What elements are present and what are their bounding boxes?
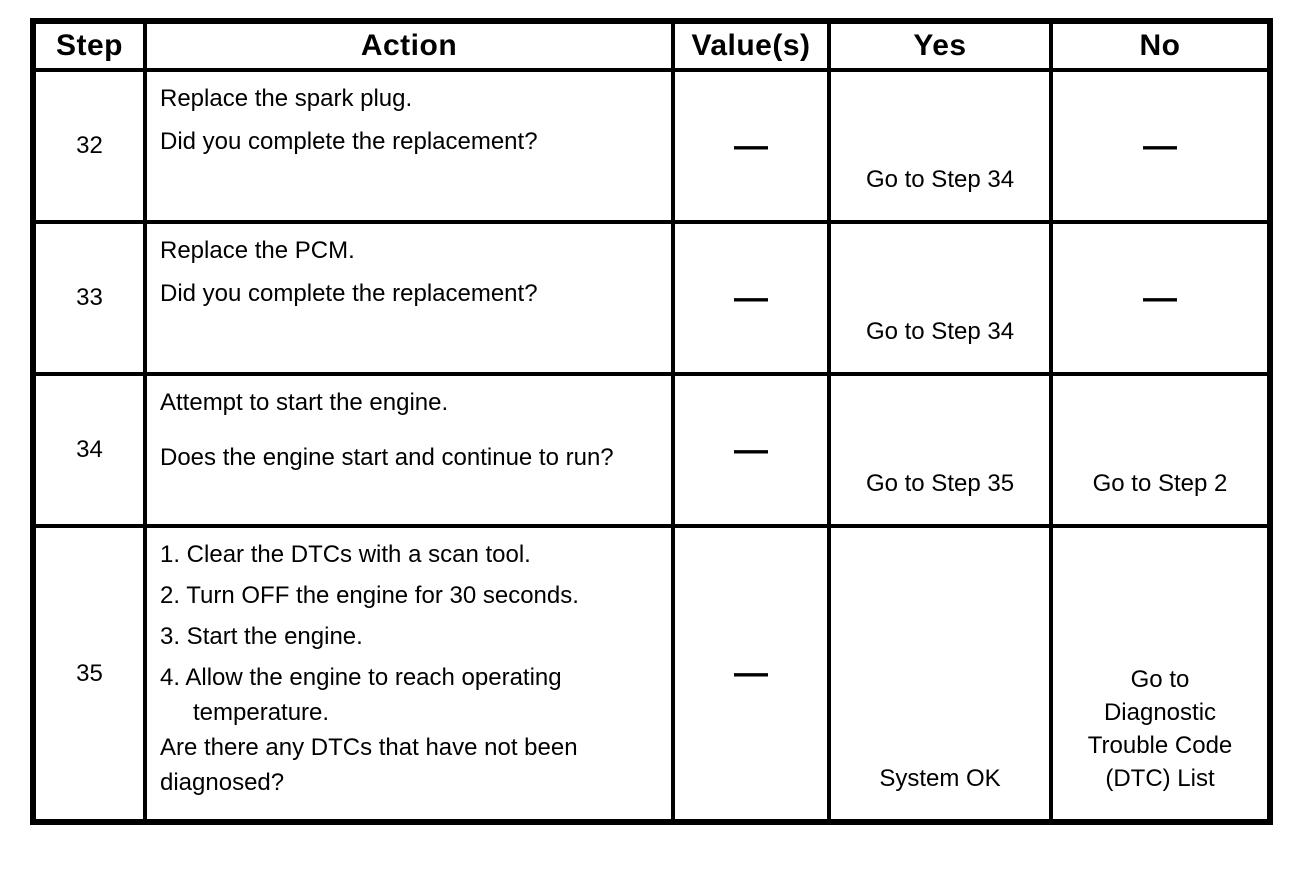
header-row: Step Action Value(s) Yes No [31, 19, 1272, 72]
action-cell-34: Attempt to start the engine. Does the en… [143, 372, 675, 528]
table-row-step-33: 33 Replace the PCM. Did you complete the… [31, 220, 1272, 376]
action-line: Replace the PCM. [160, 237, 355, 264]
action-list-item-4: 4. Allow the engine to reach operating t… [160, 664, 562, 726]
action-question: Are there any DTCs that have not been di… [160, 734, 578, 796]
action-line: Attempt to start the engine. [160, 389, 449, 416]
action-question: Did you complete the replacement? [160, 128, 538, 155]
action-question: Did you complete the replacement? [160, 280, 538, 307]
action-cell-32: Replace the spark plug. Did you complete… [143, 68, 675, 224]
yes-cell-33: Go to Step 34 [827, 220, 1053, 376]
no-value-dash: — [734, 654, 768, 692]
no-value-dash: — [1143, 278, 1177, 317]
no-cell-33: — [1049, 220, 1272, 376]
yes-cell-35: System OK [827, 524, 1053, 824]
value-cell-35: — [671, 524, 831, 824]
column-header-values: Value(s) [671, 19, 831, 72]
no-instruction: Go to Diagnostic Trouble Code (DTC) List [1087, 666, 1233, 792]
column-header-step: Step [31, 19, 147, 72]
no-cell-35: Go to Diagnostic Trouble Code (DTC) List [1049, 524, 1272, 824]
step-number-32: 32 [31, 68, 147, 224]
no-cell-34: Go to Step 2 [1049, 372, 1272, 528]
column-header-action: Action [143, 19, 675, 72]
value-cell-34: — [671, 372, 831, 528]
table-row-step-35: 35 1. Clear the DTCs with a scan tool. 2… [31, 524, 1272, 824]
table-row-step-34: 34 Attempt to start the engine. Does the… [31, 372, 1272, 528]
column-header-yes: Yes [827, 19, 1053, 72]
action-line: Replace the spark plug. [160, 85, 413, 112]
yes-cell-32: Go to Step 34 [827, 68, 1053, 224]
yes-instruction: System OK [879, 765, 1001, 792]
yes-instruction: Go to Step 34 [865, 318, 1015, 345]
action-question: Does the engine start and continue to ru… [160, 444, 614, 471]
value-cell-32: — [671, 68, 831, 224]
yes-cell-34: Go to Step 35 [827, 372, 1053, 528]
value-cell-33: — [671, 220, 831, 376]
no-instruction: Go to Step 2 [1092, 470, 1228, 497]
no-value-dash: — [1143, 126, 1177, 165]
yes-instruction: Go to Step 34 [865, 166, 1015, 193]
no-value-dash: — [734, 430, 768, 469]
step-number-35: 35 [31, 524, 147, 824]
column-header-no: No [1049, 19, 1272, 72]
no-value-dash: — [734, 278, 768, 317]
action-list-item-1: 1. Clear the DTCs with a scan tool. [160, 541, 531, 568]
action-list-item-2: 2. Turn OFF the engine for 30 seconds. [160, 582, 579, 609]
no-cell-32: — [1049, 68, 1272, 224]
action-cell-35: 1. Clear the DTCs with a scan tool. 2. T… [143, 524, 675, 824]
no-value-dash: — [734, 126, 768, 165]
step-number-34: 34 [31, 372, 147, 528]
table-row-step-32: 32 Replace the spark plug. Did you compl… [31, 68, 1272, 224]
yes-instruction: Go to Step 35 [865, 470, 1015, 497]
action-list-item-3: 3. Start the engine. [160, 623, 363, 650]
action-cell-33: Replace the PCM. Did you complete the re… [143, 220, 675, 376]
step-number-33: 33 [31, 220, 147, 376]
diagnostic-step-table: Step Action Value(s) Yes No 32 Replace t… [30, 18, 1273, 825]
